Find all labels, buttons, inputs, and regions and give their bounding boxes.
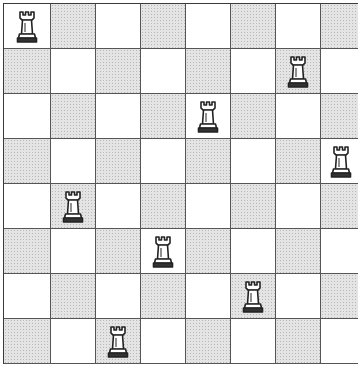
board-square-r6-c3[interactable] [96, 229, 141, 274]
board-square-r2-c6[interactable] [231, 49, 276, 94]
board-square-r2-c4[interactable] [141, 49, 186, 94]
board-square-r4-c4[interactable] [141, 139, 186, 184]
board-square-r1-c3[interactable] [96, 4, 141, 49]
board-square-r5-c5[interactable] [186, 184, 231, 229]
chessboard-container [3, 3, 358, 365]
board-square-r3-c6[interactable] [231, 94, 276, 139]
white-rook-icon[interactable] [194, 98, 222, 134]
board-square-r1-c1[interactable] [4, 4, 51, 49]
board-square-r3-c2[interactable] [51, 94, 96, 139]
board-square-r2-c2[interactable] [51, 49, 96, 94]
board-square-r3-c1[interactable] [4, 94, 51, 139]
board-square-r5-c4[interactable] [141, 184, 186, 229]
board-square-r7-c3[interactable] [96, 274, 141, 319]
board-square-r6-c2[interactable] [51, 229, 96, 274]
board-square-r2-c8[interactable] [321, 49, 358, 94]
board-square-r2-c7[interactable] [276, 49, 321, 94]
white-rook-icon[interactable] [13, 8, 41, 44]
board-square-r4-c7[interactable] [276, 139, 321, 184]
white-rook-icon[interactable] [104, 323, 132, 359]
board-square-r2-c1[interactable] [4, 49, 51, 94]
board-square-r4-c2[interactable] [51, 139, 96, 184]
board-square-r1-c6[interactable] [231, 4, 276, 49]
board-square-r8-c1[interactable] [4, 319, 51, 364]
chessboard [3, 3, 358, 364]
board-square-r2-c5[interactable] [186, 49, 231, 94]
board-square-r7-c6[interactable] [231, 274, 276, 319]
board-square-r6-c4[interactable] [141, 229, 186, 274]
board-square-r5-c3[interactable] [96, 184, 141, 229]
board-square-r7-c5[interactable] [186, 274, 231, 319]
board-square-r6-c6[interactable] [231, 229, 276, 274]
board-square-r3-c3[interactable] [96, 94, 141, 139]
board-square-r5-c6[interactable] [231, 184, 276, 229]
board-square-r8-c4[interactable] [141, 319, 186, 364]
board-square-r1-c7[interactable] [276, 4, 321, 49]
board-square-r7-c1[interactable] [4, 274, 51, 319]
board-square-r8-c3[interactable] [96, 319, 141, 364]
board-square-r4-c1[interactable] [4, 139, 51, 184]
board-square-r6-c7[interactable] [276, 229, 321, 274]
board-square-r8-c8[interactable] [321, 319, 358, 364]
board-square-r5-c8[interactable] [321, 184, 358, 229]
board-square-r1-c4[interactable] [141, 4, 186, 49]
board-square-r4-c8[interactable] [321, 139, 358, 184]
board-square-r3-c5[interactable] [186, 94, 231, 139]
white-rook-icon[interactable] [284, 53, 312, 89]
white-rook-icon[interactable] [327, 143, 355, 179]
board-square-r4-c6[interactable] [231, 139, 276, 184]
board-square-r3-c7[interactable] [276, 94, 321, 139]
board-square-r1-c2[interactable] [51, 4, 96, 49]
board-square-r3-c4[interactable] [141, 94, 186, 139]
board-square-r8-c6[interactable] [231, 319, 276, 364]
board-square-r5-c1[interactable] [4, 184, 51, 229]
board-square-r8-c2[interactable] [51, 319, 96, 364]
board-square-r8-c7[interactable] [276, 319, 321, 364]
board-square-r5-c2[interactable] [51, 184, 96, 229]
white-rook-icon[interactable] [149, 233, 177, 269]
board-square-r6-c8[interactable] [321, 229, 358, 274]
board-square-r7-c4[interactable] [141, 274, 186, 319]
board-square-r3-c8[interactable] [321, 94, 358, 139]
board-square-r4-c3[interactable] [96, 139, 141, 184]
board-square-r6-c1[interactable] [4, 229, 51, 274]
board-square-r7-c7[interactable] [276, 274, 321, 319]
white-rook-icon[interactable] [239, 278, 267, 314]
board-square-r6-c5[interactable] [186, 229, 231, 274]
white-rook-icon[interactable] [59, 188, 87, 224]
board-square-r2-c3[interactable] [96, 49, 141, 94]
board-square-r7-c2[interactable] [51, 274, 96, 319]
board-square-r5-c7[interactable] [276, 184, 321, 229]
board-square-r4-c5[interactable] [186, 139, 231, 184]
board-square-r8-c5[interactable] [186, 319, 231, 364]
board-square-r1-c5[interactable] [186, 4, 231, 49]
board-square-r1-c8[interactable] [321, 4, 358, 49]
board-square-r7-c8[interactable] [321, 274, 358, 319]
